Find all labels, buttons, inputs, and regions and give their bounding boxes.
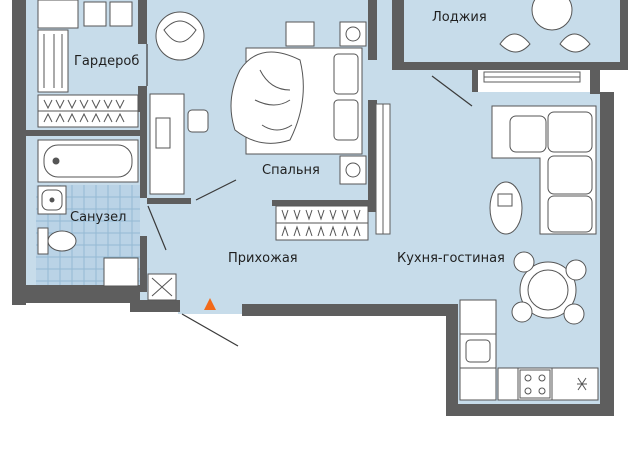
label-bedroom: Спальня [262, 163, 320, 178]
loggia-furniture [499, 0, 591, 53]
furniture [37, 0, 599, 401]
door-bathroom [147, 205, 167, 251]
walls [12, 0, 628, 416]
label-bathroom: Санузел [70, 210, 126, 225]
door-loggia [431, 75, 473, 107]
bathtub [37, 139, 139, 183]
label-loggia: Лоджия [432, 10, 487, 25]
kitchen-window [375, 103, 391, 235]
label-hallway: Прихожая [228, 251, 298, 266]
hallway-wardrobe [275, 205, 369, 241]
sofa [491, 105, 597, 235]
hallway-cabinet [147, 273, 177, 301]
bedroom-armchair [155, 11, 205, 61]
label-kitchen-living: Кухня-гостиная [397, 251, 505, 266]
desk [149, 93, 209, 195]
wall-bottom-left [12, 291, 140, 303]
toilet [37, 227, 77, 255]
wall-right [600, 92, 614, 414]
dining-table [511, 251, 587, 325]
wardrobe-shelves [37, 0, 133, 93]
label-wardrobe: Гардероб [74, 54, 139, 69]
wall-outer-left [12, 0, 26, 305]
doors [146, 44, 473, 347]
door-bedroom [195, 179, 237, 201]
entrance-marker [204, 298, 216, 310]
washing-machine [103, 257, 139, 287]
door-entrance [181, 313, 239, 347]
coffee-table [489, 181, 523, 235]
bed [230, 21, 367, 185]
clothes-rail [37, 94, 139, 128]
loggia-window [483, 71, 581, 83]
bathroom-sink [37, 185, 67, 215]
wall-bottom [242, 304, 458, 316]
room-labels: Гардероб Лоджия Спальня Санузел Прихожая… [70, 10, 505, 266]
kitchen-units [459, 299, 599, 401]
